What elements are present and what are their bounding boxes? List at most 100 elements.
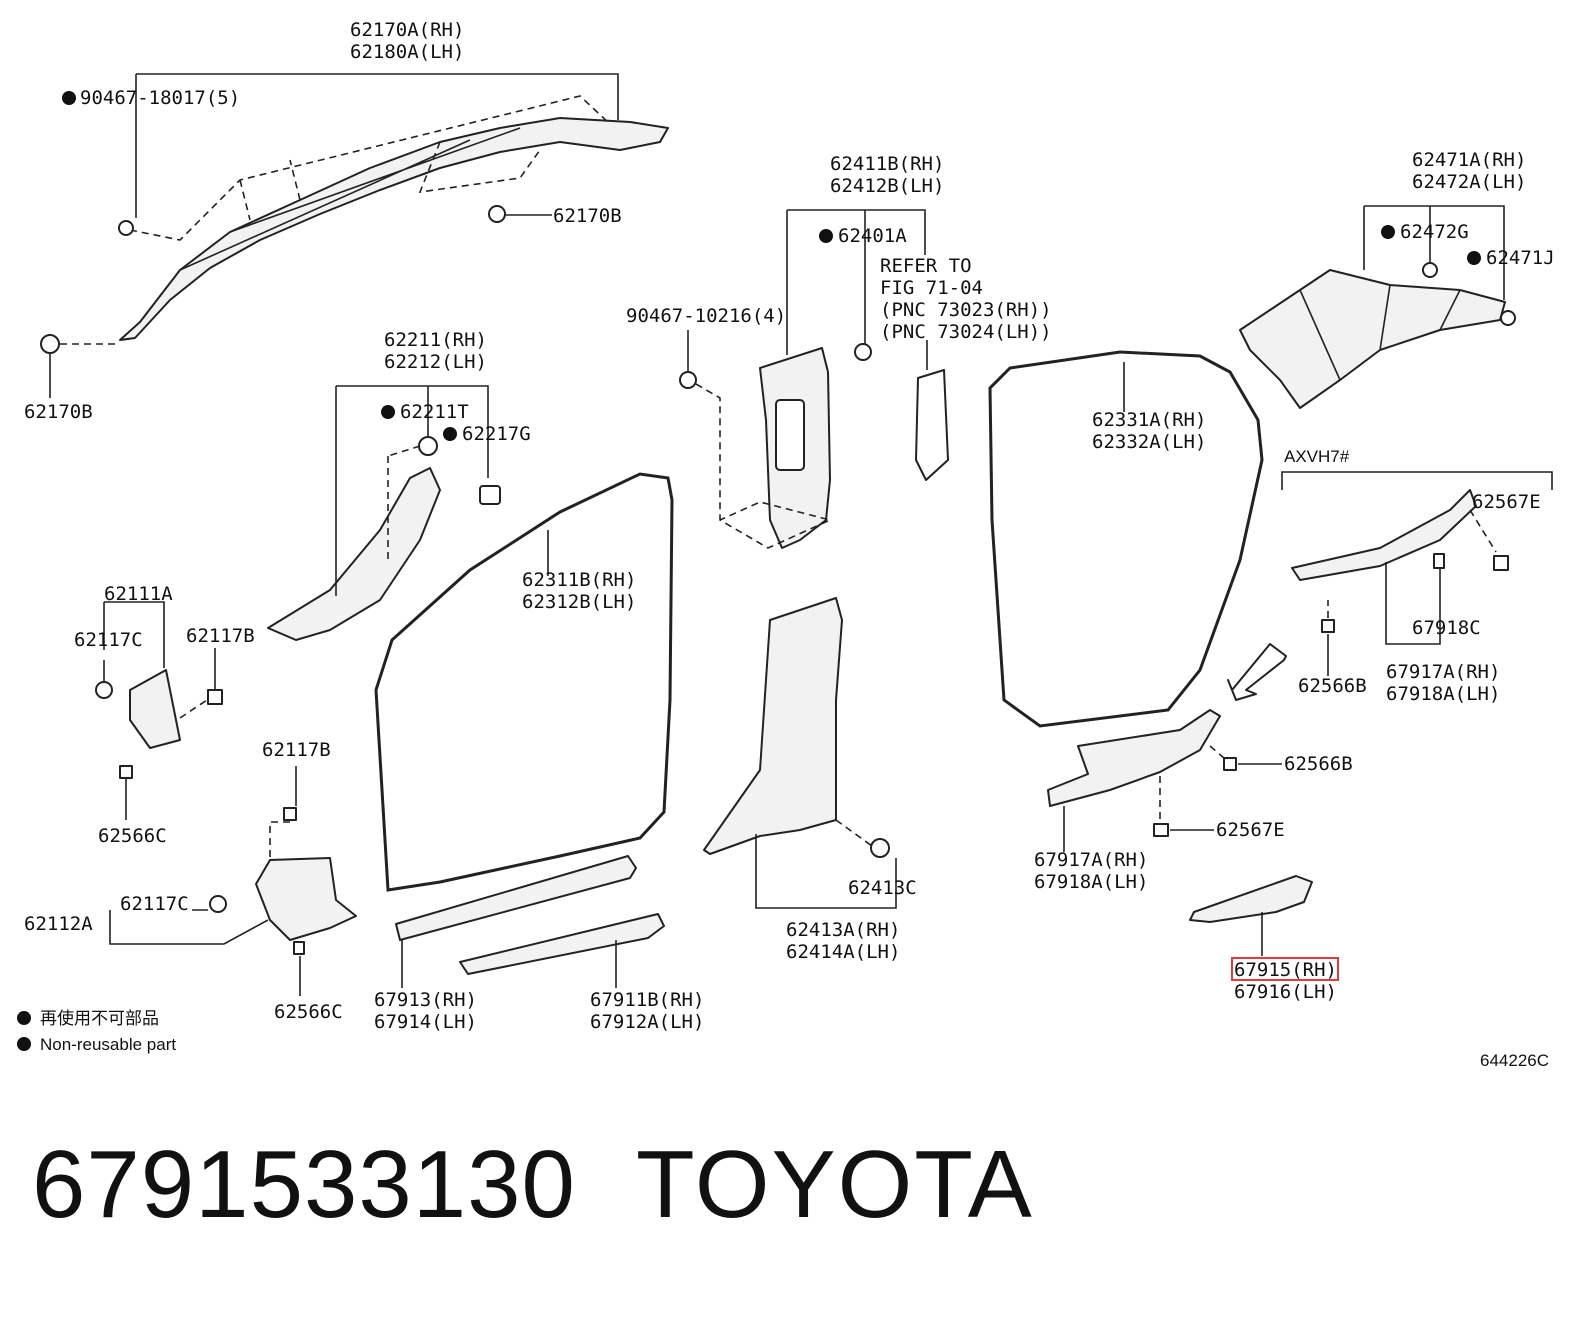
leader-62471A	[1363, 205, 1505, 300]
clip-62170B-left	[40, 334, 60, 354]
legend-dot-icon	[17, 1011, 31, 1025]
label-67917A-right: 67917A(RH)	[1386, 661, 1500, 683]
label-62472A: 62472A(LH)	[1412, 171, 1526, 193]
non-reusable-dot-icon	[381, 405, 395, 419]
clip-62567E-bot	[1153, 823, 1169, 837]
label-67917A-left: 67917A(RH)	[1034, 849, 1148, 871]
rear-door-scuff-plate	[1189, 875, 1313, 923]
dash-kick	[269, 821, 290, 860]
direction-arrow-icon	[1227, 643, 1287, 701]
dash-62566B-mid	[1209, 745, 1225, 759]
rear-scuff-plate-upper	[1047, 709, 1221, 807]
label-refer-1: REFER TO	[880, 255, 972, 277]
leader-62170A	[135, 73, 619, 218]
label-62566B-right: 62566B	[1298, 675, 1367, 697]
label-62566C-left: 62566C	[98, 825, 167, 847]
front-kick-panel	[209, 807, 357, 955]
label-62567E-top: 62567E	[1472, 491, 1541, 513]
label-62566B-mid: 62566B	[1284, 753, 1353, 775]
label-62471A: 62471A(RH)	[1412, 149, 1526, 171]
label-62414A: 62414A(LH)	[786, 941, 900, 963]
label-62211T: 62211T	[400, 401, 469, 423]
clip-62170B-top	[488, 205, 506, 223]
label-62471J: 62471J	[1486, 247, 1555, 269]
label-62312B: 62312B(LH)	[522, 591, 636, 613]
label-62472G: 62472G	[1400, 221, 1469, 243]
leader-62411B	[786, 209, 926, 355]
clip-62566B-right	[1321, 619, 1335, 633]
figure-code: 644226C	[1480, 1051, 1549, 1070]
front-door-weatherstrip	[374, 472, 674, 892]
legend-dot-icon	[17, 1037, 31, 1051]
label-62211: 62211(RH)	[384, 329, 487, 351]
highlight-box-67915	[1231, 957, 1339, 981]
clip-62401A	[854, 343, 872, 361]
clip-62471J	[1500, 310, 1516, 326]
label-62566C-bot: 62566C	[274, 1001, 343, 1023]
label-67916: 67916(LH)	[1234, 981, 1337, 1003]
label-refer-2: FIG 71-04	[880, 277, 983, 299]
clip-90467	[118, 220, 134, 236]
leader-62112A	[109, 909, 269, 945]
label-62411B: 62411B(RH)	[830, 153, 944, 175]
label-62212: 62212(LH)	[384, 351, 487, 373]
label-62117B-top: 62117B	[186, 625, 255, 647]
dash-62413C	[835, 819, 873, 847]
label-62413A: 62413A(RH)	[786, 919, 900, 941]
label-62332A: 62332A(LH)	[1092, 431, 1206, 453]
clip-62472G	[1422, 262, 1438, 278]
dash-pillar-upper	[695, 383, 833, 549]
label-refer-3: (PNC 73023(RH))	[880, 299, 1052, 321]
leader-67917A-right	[1385, 562, 1441, 645]
clip-67918C	[1433, 553, 1445, 569]
label-90467-10216: 90467-10216(4)	[626, 305, 786, 327]
leader-62211	[335, 385, 489, 596]
front-pillar-garnish	[267, 436, 501, 641]
part-number-title: 6791533130	[32, 1131, 576, 1238]
label-67912A: 67912A(LH)	[590, 1011, 704, 1033]
dash-cowl	[179, 697, 211, 719]
label-62331A: 62331A(RH)	[1092, 409, 1206, 431]
label-62112A: 62112A	[24, 913, 93, 935]
label-62117C-top: 62117C	[74, 629, 143, 651]
leader-62111A	[103, 601, 165, 682]
label-refer-4: (PNC 73024(LH))	[880, 321, 1052, 343]
label-62217G: 62217G	[462, 423, 531, 445]
label-67918A-right: 67918A(LH)	[1386, 683, 1500, 705]
axvh-bracket	[1281, 471, 1553, 490]
cowl-side-trim	[95, 669, 223, 779]
label-67915: 67915(RH)	[1234, 959, 1337, 981]
label-62412B: 62412B(LH)	[830, 175, 944, 197]
label-62180A: 62180A(LH)	[350, 41, 464, 63]
label-62117B-mid: 62117B	[262, 739, 331, 761]
label-67918C: 67918C	[1412, 617, 1481, 639]
clip-62567E-top	[1493, 555, 1509, 571]
leader-62413A	[755, 834, 897, 909]
label-62170B-left: 62170B	[24, 401, 93, 423]
rear-door-weatherstrip	[988, 350, 1264, 728]
label-62170B-top: 62170B	[553, 205, 622, 227]
dash-62211	[387, 445, 421, 560]
legend-english: Non-reusable part	[40, 1035, 176, 1054]
label-67918A-left: 67918A(LH)	[1034, 871, 1148, 893]
label-62401A: 62401A	[838, 225, 907, 247]
front-scuff-plate-outer	[459, 913, 665, 975]
quarter-garnish	[1239, 269, 1506, 409]
dash-62567E-top	[1469, 509, 1497, 553]
label-62311B: 62311B(RH)	[522, 569, 636, 591]
non-reusable-dot-icon	[1467, 251, 1481, 265]
brand-name: TOYOTA	[636, 1131, 1034, 1238]
center-pillar-upper	[759, 347, 949, 549]
non-reusable-dot-icon	[62, 91, 76, 105]
screw-90467-10216	[679, 371, 697, 389]
label-62170A: 62170A(RH)	[350, 19, 464, 41]
legend-japanese: 再使用不可部品	[40, 1008, 159, 1028]
label-62117C-bot: 62117C	[120, 893, 189, 915]
label-62111A: 62111A	[104, 583, 173, 605]
label-62413C: 62413C	[848, 877, 917, 899]
center-pillar-lower	[703, 597, 890, 858]
label-67914: 67914(LH)	[374, 1011, 477, 1033]
clip-62566B-mid	[1223, 757, 1237, 771]
